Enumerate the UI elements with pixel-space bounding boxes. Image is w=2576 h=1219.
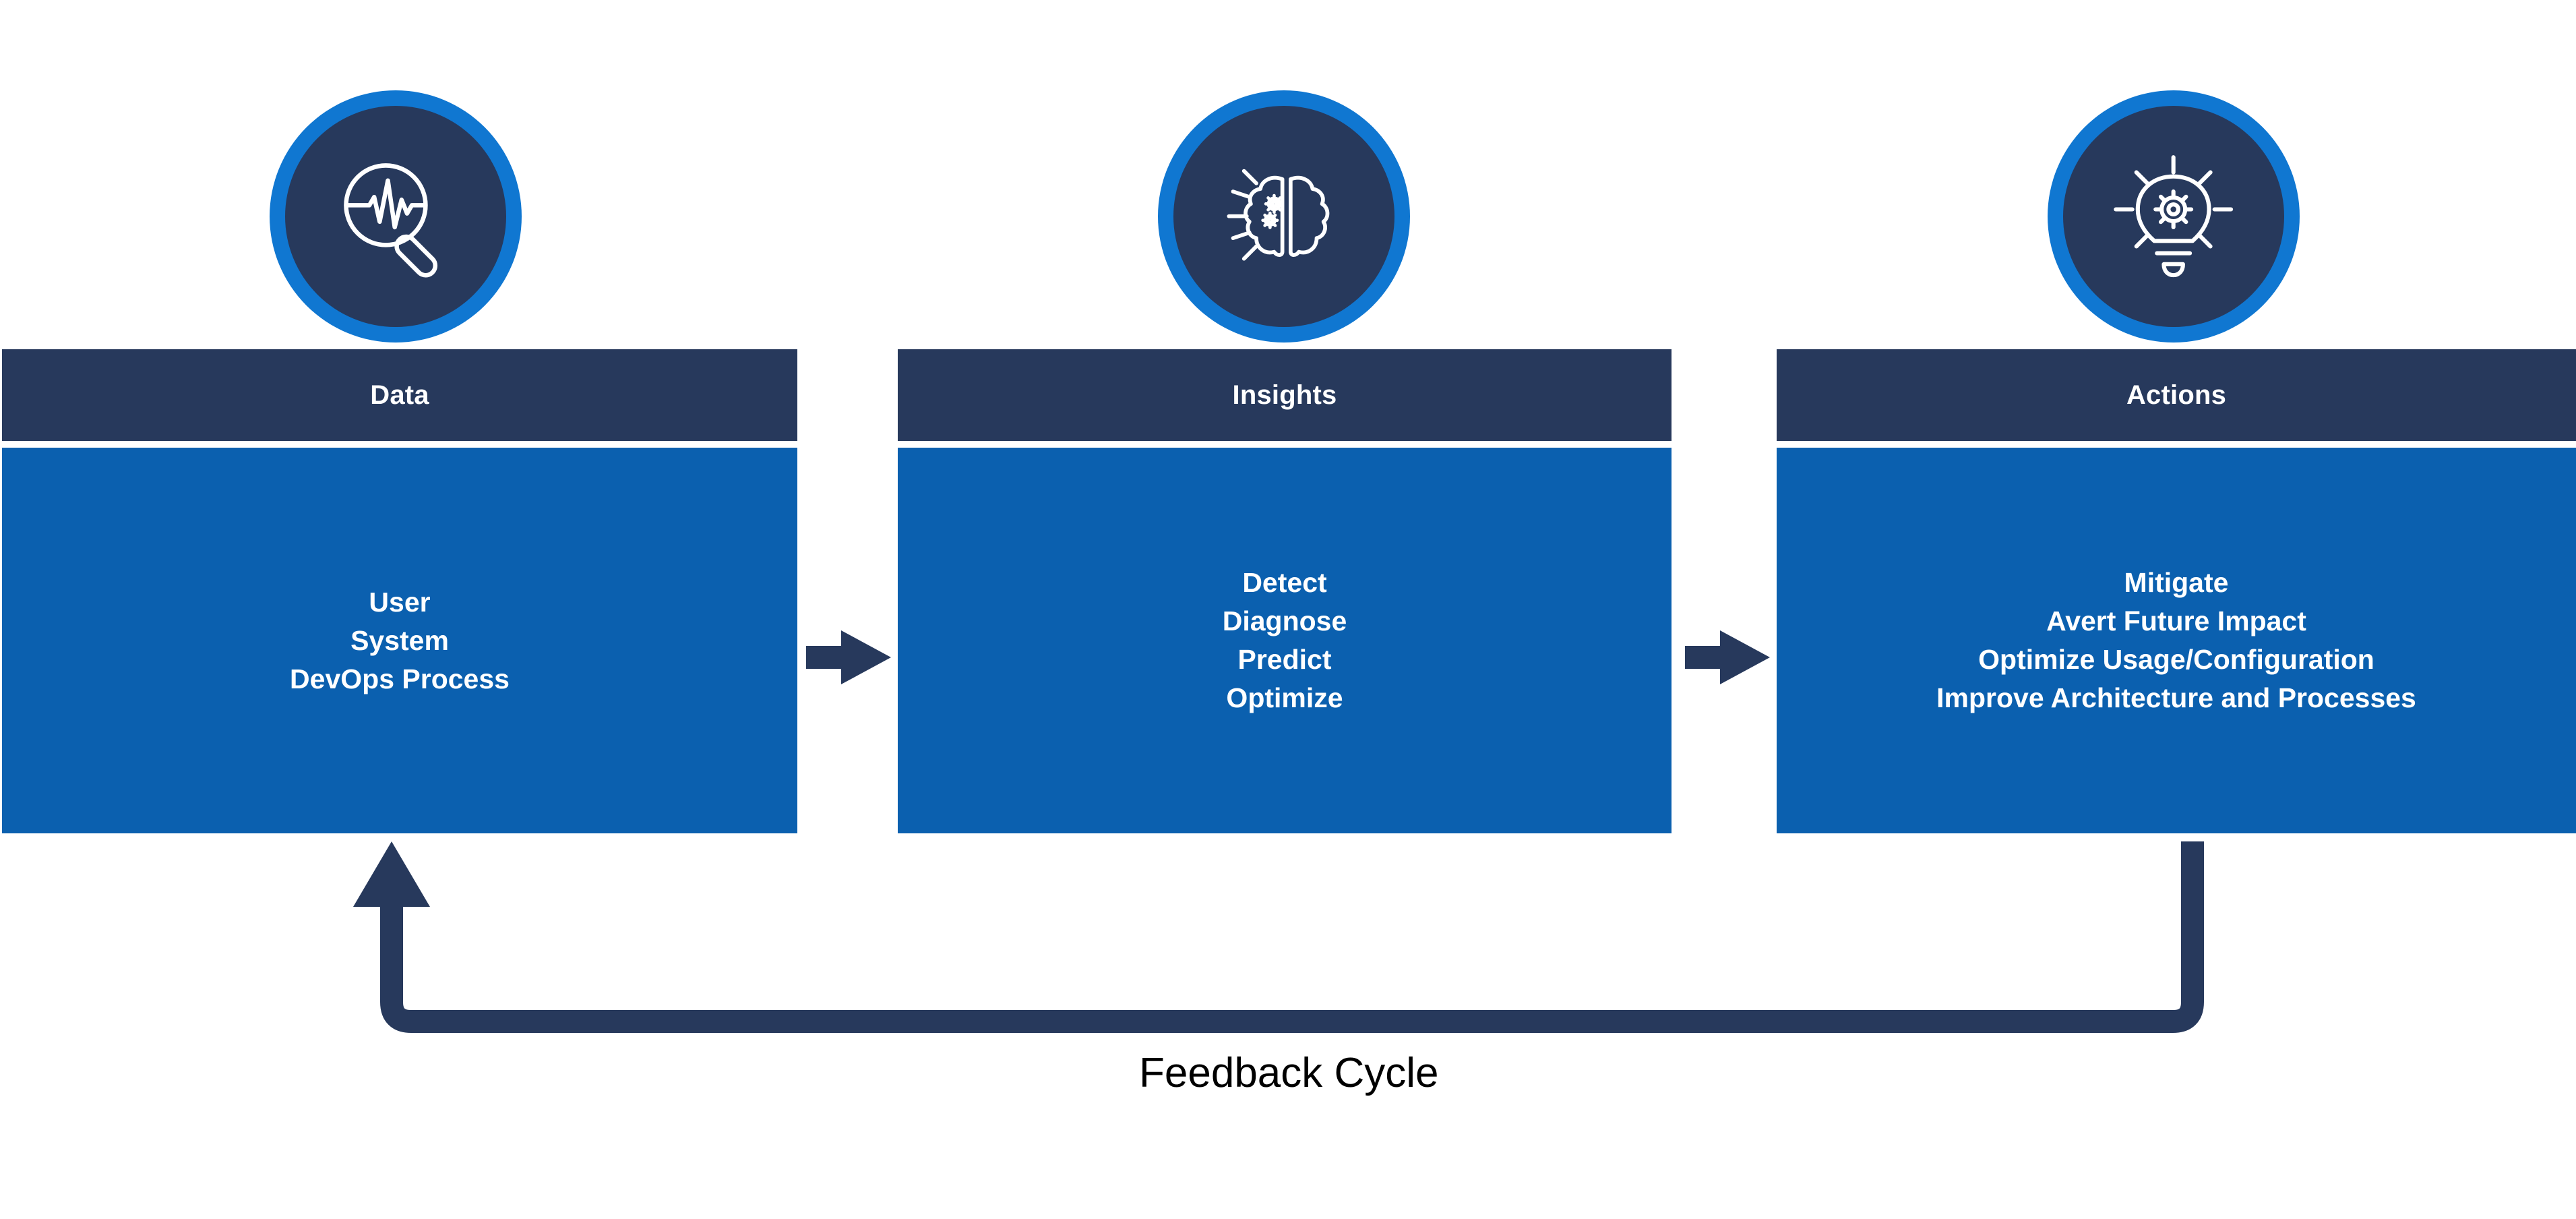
stage-actions-item-1: Avert Future Impact [2046, 605, 2306, 636]
lightbulb-gear-icon [2114, 155, 2234, 278]
stage-actions-item-3: Improve Architecture and Processes [1936, 682, 2416, 713]
flow-arrow-shaft [806, 646, 844, 669]
stage-insights: Insights Detect Diagnose Predict Optimiz… [898, 349, 1672, 833]
stage-insights-item-1: Diagnose [1222, 605, 1347, 636]
stage-data-header: Data [2, 349, 797, 441]
flow-arrow-shaft [1685, 646, 1723, 669]
flow-arrow-head [841, 630, 891, 684]
stage-insights-header: Insights [898, 349, 1672, 441]
feedback-cycle-line [380, 841, 2204, 1033]
stage-data-item-2: DevOps Process [290, 663, 510, 694]
stage-icon-insights-disc [1173, 106, 1394, 327]
stage-icon-data [270, 90, 522, 343]
stage-icon-data-disc [285, 106, 506, 327]
stage-icon-actions [2048, 90, 2300, 343]
feedback-cycle-label: Feedback Cycle [1139, 1050, 1439, 1096]
stage-insights-item-2: Predict [1237, 644, 1332, 675]
stage-actions: Actions Mitigate Avert Future Impact Opt… [1777, 349, 2576, 833]
stage-insights-item-0: Detect [1242, 567, 1327, 598]
flow-arrow-head [1720, 630, 1770, 684]
stage-actions-header: Actions [1777, 349, 2576, 441]
stage-insights-body: Detect Diagnose Predict Optimize [898, 448, 1672, 833]
feedback-cycle-arrowhead [353, 841, 430, 907]
stage-data: Data User System DevOps Process [2, 349, 797, 833]
brain-gears-icon [1227, 169, 1330, 261]
stage-icon-actions-disc [2063, 106, 2284, 327]
stage-data-item-1: System [350, 624, 449, 656]
stage-icon-insights [1158, 90, 1410, 343]
pulse-magnifier-icon [344, 163, 438, 278]
stage-data-body: User System DevOps Process [2, 448, 797, 833]
stage-actions-item-2: Optimize Usage/Configuration [1978, 644, 2374, 675]
stage-insights-item-3: Optimize [1226, 682, 1343, 713]
stage-actions-body: Mitigate Avert Future Impact Optimize Us… [1777, 448, 2576, 833]
stage-data-item-0: User [369, 586, 431, 618]
stage-actions-item-0: Mitigate [2124, 567, 2229, 598]
